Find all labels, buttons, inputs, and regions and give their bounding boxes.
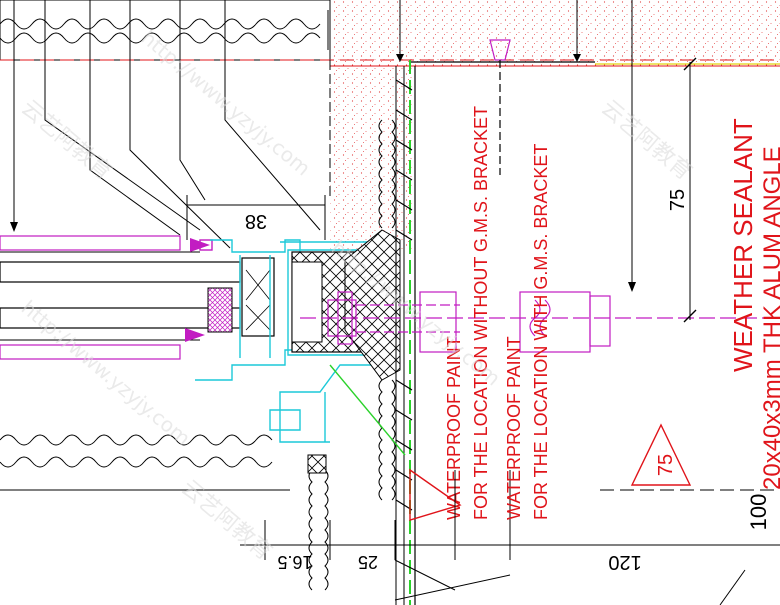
svg-text:http://www.yzyjy.com: http://www.yzyjy.com [137, 25, 315, 180]
level-triangle-75: 75 [600, 423, 780, 491]
insulation-bottom [0, 434, 329, 591]
bottom-dimensions: 16.5 25 120 100 [240, 470, 780, 605]
annotation-waterproof-with: WATERPROOF PAINT FOR THE LOCATION WITH G… [504, 144, 551, 520]
svg-text:云艺阿教育: 云艺阿教育 [176, 475, 276, 565]
svg-text:云艺阿教育: 云艺阿教育 [16, 95, 116, 185]
svg-text:75: 75 [667, 189, 689, 211]
svg-text:WEATHER SEALANT: WEATHER SEALANT [728, 118, 758, 372]
svg-text:120: 120 [608, 551, 641, 573]
svg-text:75: 75 [655, 454, 677, 476]
svg-text:WATERPROOF PAINT: WATERPROOF PAINT [504, 336, 524, 520]
gms-bracket-bolt [300, 39, 780, 353]
concrete-slab [330, 0, 780, 66]
annotation-weather-sealant: WEATHER SEALANT [728, 118, 758, 372]
svg-text:云艺阿教育: 云艺阿教育 [596, 95, 696, 185]
insulation-top [0, 10, 329, 50]
svg-text:http://www.yzyjy.com: http://www.yzyjy.com [17, 295, 195, 450]
svg-text:100: 100 [746, 494, 771, 531]
dimension-38: 38 [186, 195, 326, 240]
svg-text:25: 25 [358, 552, 378, 572]
svg-text:FOR THE LOCATION WITHOUT G.M.S: FOR THE LOCATION WITHOUT G.M.S. BRACKET [471, 106, 491, 520]
concrete-wall [330, 60, 412, 250]
svg-text:16.5: 16.5 [277, 552, 312, 572]
annotation-alum-angle: 20x40x3mm THK ALUM ANGLE [759, 146, 780, 490]
svg-text:FOR THE LOCATION WITH G.M.S. B: FOR THE LOCATION WITH G.M.S. BRACKET [531, 144, 551, 520]
svg-text:WATERPROOF PAINT: WATERPROOF PAINT [444, 336, 464, 520]
annotation-waterproof-without: WATERPROOF PAINT FOR THE LOCATION WITHOU… [444, 106, 491, 520]
glass-unit [0, 235, 275, 360]
svg-text:38: 38 [245, 210, 267, 232]
svg-text:20x40x3mm THK ALUM ANGLE: 20x40x3mm THK ALUM ANGLE [759, 146, 780, 490]
dimension-75-vertical: 75 [667, 57, 697, 323]
wall-membranes [329, 60, 416, 605]
